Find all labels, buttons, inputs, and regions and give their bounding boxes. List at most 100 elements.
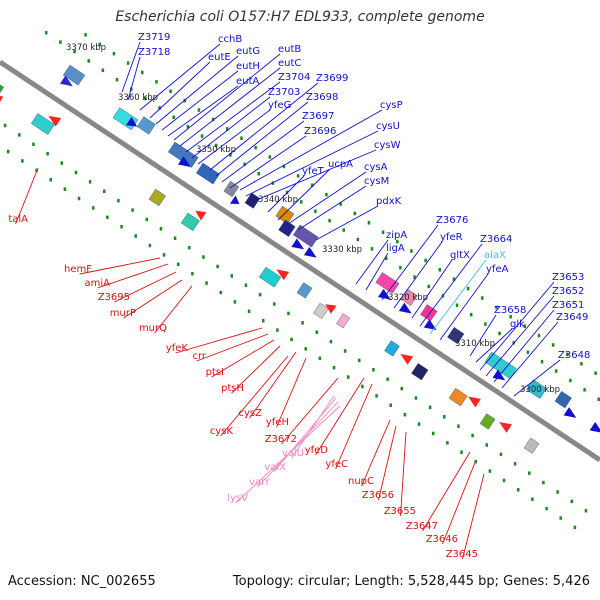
tick-mark (457, 424, 460, 428)
tick-mark (523, 324, 527, 328)
kbp-marker: 3320 kbp (388, 293, 428, 303)
gene-box (0, 80, 4, 98)
gene-label-z3645: Z3645 (446, 549, 478, 560)
tick-mark (400, 386, 404, 391)
gene-arrow (229, 195, 240, 205)
gene-label-yfec: yfeC (325, 459, 348, 470)
tick-mark (339, 202, 342, 206)
tick-mark (485, 443, 489, 447)
label-leader-line (291, 395, 335, 459)
gene-label-eutb: eutB (278, 44, 301, 55)
tick-mark (287, 311, 290, 316)
gene-label-z3655: Z3655 (384, 506, 416, 517)
tick-marks (3, 30, 600, 530)
label-leaders (15, 41, 561, 560)
label-leader-line (175, 327, 263, 354)
gene-label-valu: valU (282, 448, 304, 459)
gene-label-yfek: yfeK (166, 343, 189, 354)
tick-mark (276, 328, 279, 332)
gene-arrow (291, 238, 305, 250)
tick-mark (188, 245, 191, 250)
label-leader-line (267, 175, 305, 213)
gene-arrow (126, 116, 138, 127)
gene-box-shape (296, 282, 313, 299)
tick-mark (516, 488, 520, 492)
gene-label-eute: eutE (208, 52, 231, 63)
label-leader-line (355, 239, 389, 285)
label-leader-line (173, 53, 281, 141)
gene-box-shape (196, 162, 220, 185)
tick-mark (583, 388, 586, 392)
label-leader-line (239, 109, 383, 191)
gene-box (479, 413, 496, 430)
label-leader-line (276, 357, 307, 428)
tick-mark (542, 480, 545, 485)
tick-mark (481, 296, 484, 300)
tick-mark (32, 142, 35, 147)
gene-box-shape (30, 113, 55, 135)
tick-mark (452, 277, 456, 281)
tick-mark (597, 397, 600, 401)
tick-mark (484, 322, 487, 326)
gene-label-ptsh: ptsH (221, 383, 244, 394)
accession-text: Accession: NC_002655 (8, 574, 156, 589)
tick-mark (216, 264, 219, 269)
tick-mark (226, 127, 229, 131)
gene-box (180, 212, 200, 232)
gene-label-z3719: Z3719 (138, 32, 170, 43)
gene-box (313, 302, 329, 319)
gene-label-yfed: yfeD (305, 445, 329, 456)
tick-mark (91, 206, 95, 210)
tick-mark (145, 217, 149, 222)
gene-label-z3653: Z3653 (552, 272, 584, 283)
gene-label-liga: ligA (386, 243, 405, 254)
label-leader-line (15, 167, 39, 225)
kbp-marker: 3340 kbp (258, 195, 298, 205)
tick-mark (46, 151, 49, 156)
gene-label-z3656: Z3656 (362, 490, 394, 501)
label-leader-line (114, 271, 177, 303)
tick-mark (247, 309, 251, 314)
label-leader-line (249, 351, 297, 419)
label-leader-line (123, 279, 183, 319)
tick-mark (3, 123, 7, 128)
gene-label-zipa: zipA (386, 230, 407, 241)
tick-mark (559, 516, 562, 520)
label-leader-line (149, 61, 211, 119)
gene-box (62, 64, 86, 86)
gene-arrow-shape (303, 246, 317, 258)
gene-arrow-shape (400, 353, 414, 365)
gene-box (30, 113, 55, 135)
tick-mark (214, 143, 218, 148)
tick-mark (173, 236, 177, 240)
tick-mark (403, 412, 407, 417)
label-leader-line (127, 56, 141, 101)
gene-box (448, 387, 468, 407)
genome-backbone (0, 59, 600, 463)
gene-box (148, 188, 166, 207)
tick-mark (304, 347, 307, 351)
tick-mark (158, 106, 161, 110)
label-leader-line (220, 355, 289, 437)
kbp-marker: 3300 kbp (520, 385, 560, 395)
gene-arrow-shape (195, 210, 207, 221)
label-leader-line (251, 149, 377, 203)
gene-box-shape (223, 181, 240, 198)
label-leader-line (381, 224, 439, 301)
gene-arrow (492, 369, 506, 381)
gene-arrow-shape (126, 116, 138, 127)
gene-label-z3648: Z3648 (558, 350, 590, 361)
gene-label-tala: talA (8, 214, 28, 225)
tick-mark (332, 365, 336, 370)
gene-box (296, 282, 313, 299)
gene-label-cysu: cysU (376, 121, 400, 132)
tick-mark (243, 162, 246, 167)
gene-label-cysw: cysW (374, 140, 401, 151)
label-leader-line (229, 135, 307, 189)
tick-mark (60, 161, 64, 165)
gene-box (168, 141, 199, 168)
tick-mark (205, 281, 208, 285)
tick-mark (580, 362, 583, 366)
gene-box (258, 266, 282, 288)
